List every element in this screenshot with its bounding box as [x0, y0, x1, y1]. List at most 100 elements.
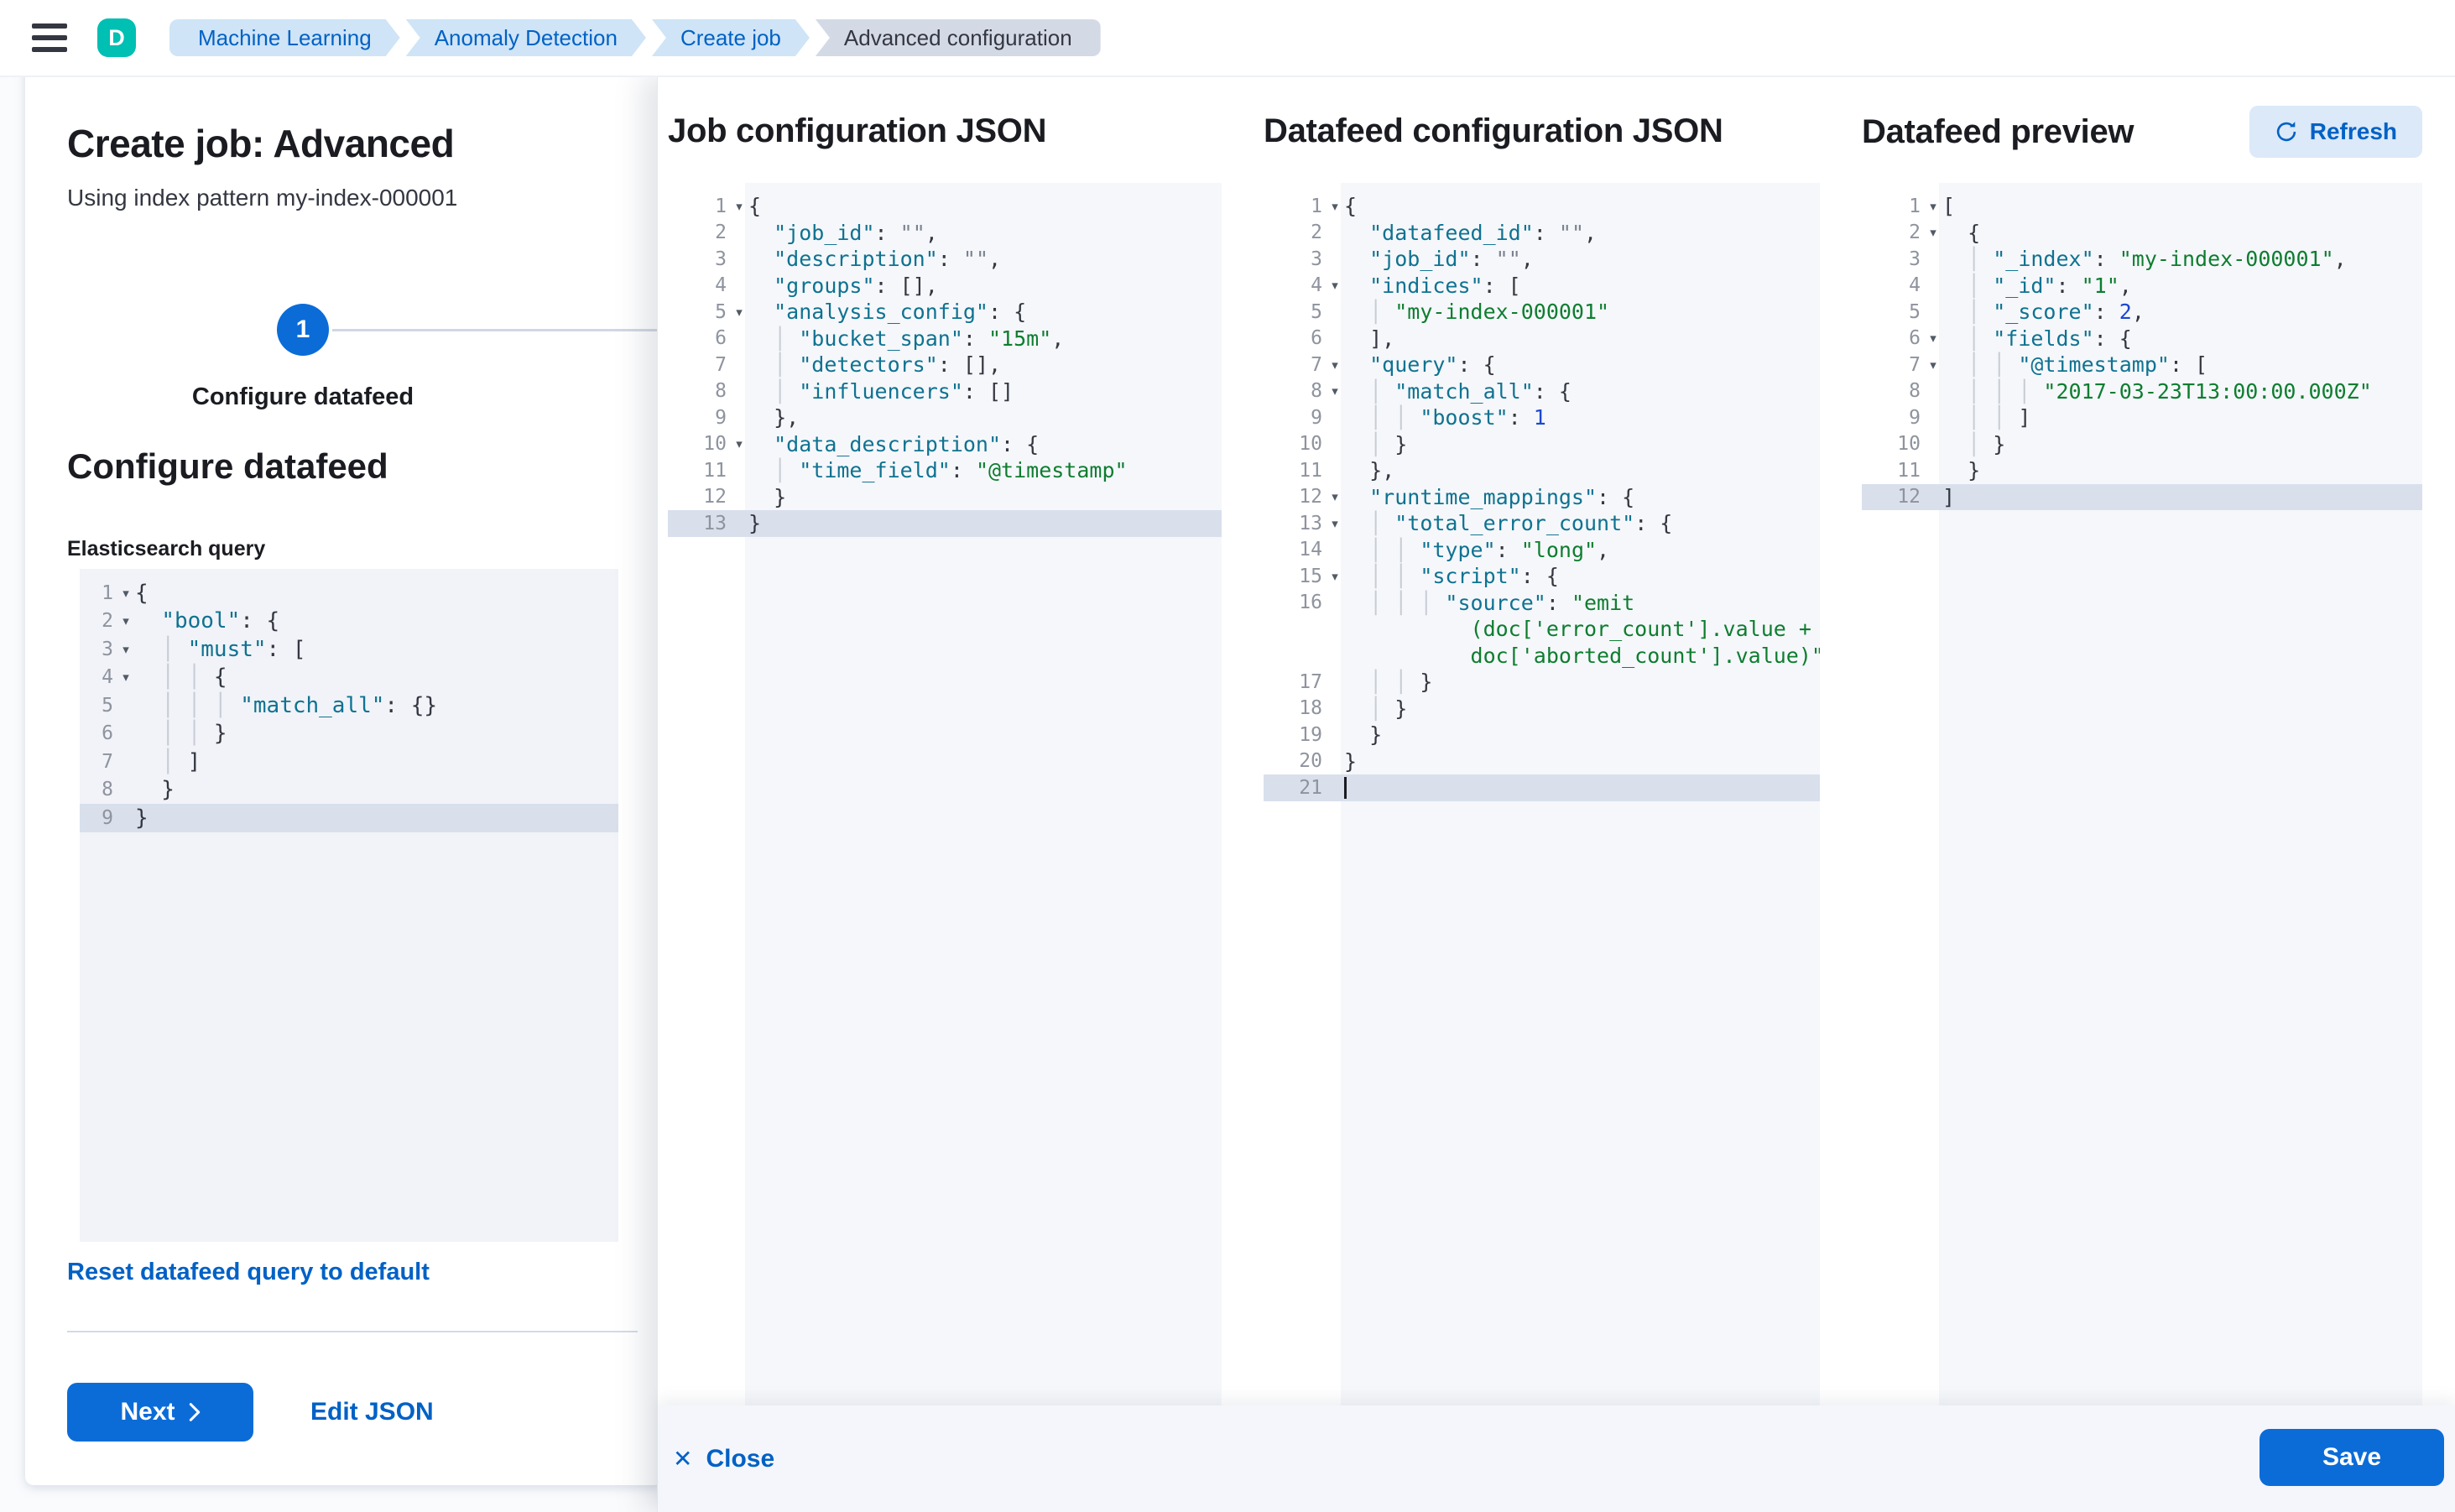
code-line: 9 │ │ ] — [1862, 404, 2422, 431]
breadcrumb-item[interactable]: Machine Learning — [169, 19, 400, 56]
refresh-icon — [2276, 122, 2296, 142]
es-query-editor[interactable]: 1▾{2▾ "bool": {3▾ │ "must": [4▾ │ │ {5 │… — [80, 569, 657, 1242]
code-line: 8 │ │ │ "2017-03-23T13:00:00.000Z" — [1862, 378, 2422, 405]
refresh-button[interactable]: Refresh — [2249, 106, 2422, 158]
line-number: 5 — [102, 694, 113, 717]
fold-arrow-icon[interactable]: ▾ — [1930, 198, 1936, 214]
page-title: Create job: Advanced — [67, 122, 455, 165]
code-text: { — [1344, 194, 1358, 219]
code-line: 8▾ │ "match_all": { — [1264, 378, 1820, 405]
breadcrumb-item[interactable]: Anomaly Detection — [406, 19, 646, 56]
code-text: │ "total_error_count": { — [1344, 511, 1673, 536]
fold-arrow-icon[interactable]: ▾ — [1332, 568, 1338, 584]
deployment-logo[interactable]: D — [97, 18, 136, 57]
code-line: 2 "datafeed_id": "", — [1264, 220, 1820, 247]
code-text: }, — [748, 405, 800, 430]
code-line: 6 │ "bucket_span": "15m", — [668, 326, 1222, 352]
fold-arrow-icon[interactable]: ▾ — [122, 613, 129, 629]
code-text: } — [135, 777, 175, 803]
line-number: 2 — [1311, 222, 1322, 244]
line-number: 12 — [1897, 486, 1921, 508]
fold-arrow-icon[interactable]: ▾ — [1332, 357, 1338, 373]
fold-arrow-icon[interactable]: ▾ — [736, 198, 743, 214]
datafeed-config-code: 1▾{2 "datafeed_id": "",3 "job_id": "",4▾… — [1264, 183, 1820, 801]
fold-arrow-icon[interactable]: ▾ — [122, 641, 129, 657]
section-heading: Configure datafeed — [67, 446, 388, 486]
line-number: 5 — [715, 300, 727, 323]
code-text: │ "bucket_span": "15m", — [748, 326, 1065, 351]
code-text: │ "match_all": { — [1344, 378, 1572, 404]
line-number: 6 — [715, 327, 727, 350]
line-number: 17 — [1299, 670, 1322, 693]
datafeed-config-editor[interactable]: 1▾{2 "datafeed_id": "",3 "job_id": "",4▾… — [1264, 183, 1820, 1405]
code-text: │ │ } — [135, 721, 227, 747]
fold-arrow-icon[interactable]: ▾ — [736, 304, 743, 320]
fold-arrow-icon[interactable]: ▾ — [1332, 198, 1338, 214]
line-number: 4 — [715, 274, 727, 297]
fold-arrow-icon[interactable]: ▾ — [1332, 489, 1338, 505]
fold-arrow-icon[interactable]: ▾ — [1332, 515, 1338, 531]
code-line: 1▾{ — [1264, 193, 1820, 220]
close-icon: ✕ — [673, 1446, 693, 1472]
code-line: 11 } — [1862, 457, 2422, 484]
line-number: 7 — [1909, 353, 1921, 376]
line-number: 2 — [1909, 222, 1921, 244]
code-text: ] — [1942, 484, 1956, 509]
edit-json-link[interactable]: Edit JSON — [310, 1398, 434, 1426]
chevron-right-icon — [189, 1403, 200, 1421]
job-config-editor[interactable]: 1▾{2 "job_id": "",3 "description": "",4 … — [668, 183, 1222, 1405]
step-indicator[interactable]: 1 — [277, 304, 329, 356]
code-line: 11 │ "time_field": "@timestamp" — [668, 457, 1222, 484]
datafeed-config-title: Datafeed configuration JSON — [1264, 112, 1723, 149]
code-text — [1344, 775, 1347, 800]
fold-arrow-icon[interactable]: ▾ — [1930, 357, 1936, 373]
fold-arrow-icon[interactable]: ▾ — [122, 670, 129, 686]
fold-arrow-icon[interactable]: ▾ — [1332, 383, 1338, 399]
line-number: 4 — [1909, 274, 1921, 297]
fold-arrow-icon[interactable]: ▾ — [1930, 225, 1936, 241]
code-text: "indices": [ — [1369, 273, 1521, 298]
code-text: { — [748, 194, 762, 219]
code-line: 9} — [80, 804, 657, 832]
line-number: 11 — [703, 459, 727, 482]
json-flyout: Job configuration JSON 1▾{2 "job_id": ""… — [657, 76, 2455, 1512]
code-line: 11 }, — [1264, 457, 1820, 484]
code-line: 3 │ "_index": "my-index-000001", — [1862, 246, 2422, 273]
line-number: 10 — [1897, 433, 1921, 456]
fold-arrow-icon[interactable]: ▾ — [1930, 331, 1936, 347]
code-text: } — [1344, 722, 1383, 748]
code-line: 18 │ } — [1264, 696, 1820, 722]
datafeed-preview-header: Datafeed preview Refresh — [1862, 106, 2422, 158]
menu-icon[interactable] — [32, 23, 67, 52]
code-text: │ │ │ "2017-03-23T13:00:00.000Z" — [1942, 378, 2372, 404]
code-text: │ "_id": "1", — [1942, 273, 2132, 298]
code-text: │ │ "@timestamp": [ — [1942, 352, 2208, 378]
code-line: 5▾ "analysis_config": { — [668, 299, 1222, 326]
code-text: │ │ "type": "long", — [1344, 537, 1610, 562]
line-number: 21 — [1299, 776, 1322, 799]
code-text: │ │ │ "source": "emit — [1344, 590, 1635, 615]
line-number: 6 — [1311, 327, 1322, 350]
line-number: 11 — [1299, 459, 1322, 482]
code-line: 1▾{ — [668, 193, 1222, 220]
fold-arrow-icon[interactable]: ▾ — [122, 585, 129, 601]
code-line: 9 }, — [668, 404, 1222, 431]
step-number: 1 — [295, 315, 310, 343]
next-button[interactable]: Next — [67, 1383, 253, 1442]
close-button[interactable]: ✕ Close — [673, 1445, 774, 1473]
breadcrumb-item[interactable]: Create job — [652, 19, 810, 56]
code-text: (doc['error_count'].value + — [1344, 617, 1811, 642]
line-number: 12 — [703, 486, 727, 508]
code-line: 5 │ "_score": 2, — [1862, 299, 2422, 326]
code-line: 2 "job_id": "", — [668, 220, 1222, 247]
next-button-label: Next — [120, 1398, 175, 1426]
save-button[interactable]: Save — [2260, 1429, 2444, 1486]
reset-query-link[interactable]: Reset datafeed query to default — [67, 1259, 430, 1285]
code-text: "job_id": "", — [774, 220, 938, 245]
line-number: 10 — [1299, 433, 1322, 456]
fold-arrow-icon[interactable]: ▾ — [736, 436, 743, 452]
fold-arrow-icon[interactable]: ▾ — [1332, 278, 1338, 294]
code-line: 6 ], — [1264, 326, 1820, 352]
datafeed-preview-editor[interactable]: 1▾[2▾ {3 │ "_index": "my-index-000001",4… — [1862, 183, 2422, 1405]
